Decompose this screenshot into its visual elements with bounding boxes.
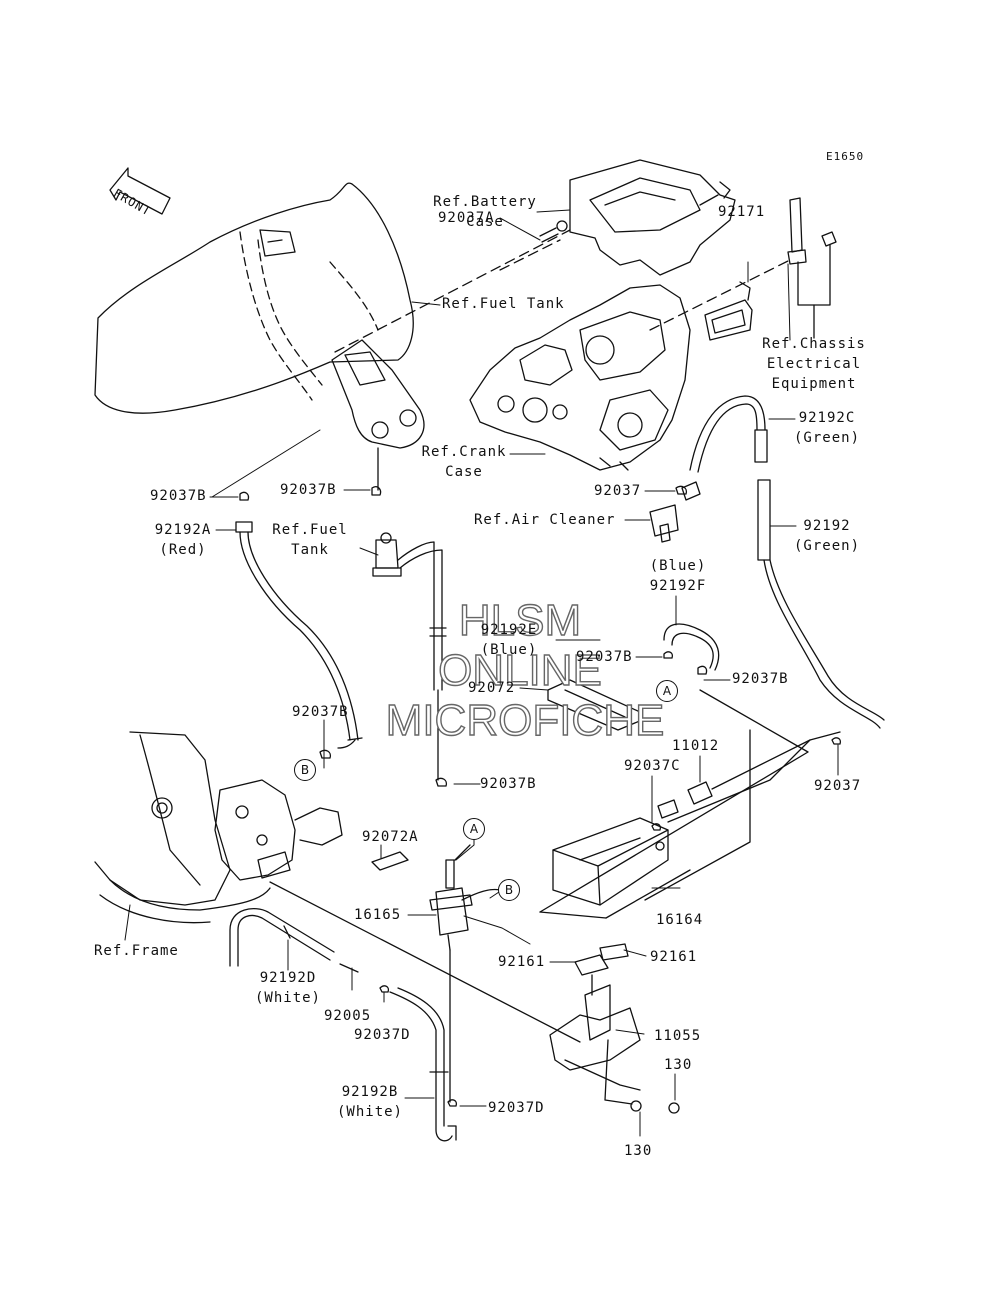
label-92161-right: 92161 <box>650 949 698 965</box>
battery-case <box>539 159 736 276</box>
label-ref-frame: Ref.Frame <box>94 943 179 959</box>
label-92037C: 92037C <box>624 758 681 774</box>
label-11012: 11012 <box>672 738 720 754</box>
diagram-code: E1650 <box>826 150 865 163</box>
fuel-tank-fitting <box>372 532 402 577</box>
label-11055: 11055 <box>654 1028 702 1044</box>
watermark-online: ONLINE <box>437 645 602 695</box>
air-cleaner-fitting <box>649 481 701 543</box>
label-92037B-blue: 92037B <box>576 649 633 665</box>
label-92072A: 92072A <box>362 829 419 845</box>
leader-lines <box>124 209 839 1137</box>
label-92037B-center: 92037B <box>480 776 537 792</box>
label-92037B-mid: 92037B <box>280 482 337 498</box>
label-92192F: (Blue) 92192F <box>649 558 707 594</box>
label-92037B-right: 92037B <box>732 671 789 687</box>
strap-92072A <box>371 851 409 871</box>
callout-b-left: B <box>294 759 316 781</box>
label-92037A: 92037A <box>438 210 495 226</box>
label-92192C: 92192C (Green) <box>794 410 861 446</box>
frame-bracket <box>214 779 343 881</box>
ref-dashed-lines <box>334 229 791 353</box>
strap-92072 <box>547 679 643 731</box>
label-ref-crank-case: Ref.Crank Case <box>421 444 507 480</box>
label-ref-battery-case: Ref.Battery Case <box>433 194 537 230</box>
frame-outline <box>94 731 271 924</box>
bracket-11055 <box>549 943 680 1114</box>
filter-16165 <box>429 844 501 951</box>
label-92037B-left: 92037B <box>150 488 207 504</box>
label-92037-top: 92037 <box>594 483 642 499</box>
label-92192B: 92192B (White) <box>336 1084 403 1120</box>
label-92005: 92005 <box>324 1008 372 1024</box>
label-ref-air-cleaner: Ref.Air Cleaner <box>474 512 616 528</box>
label-92037D-top: 92037D <box>354 1027 411 1043</box>
label-ref-fuel-tank-top: Ref.Fuel Tank <box>442 296 565 312</box>
clamps <box>239 485 842 1107</box>
filter-11012 <box>657 731 841 823</box>
front-arrow-icon <box>109 167 171 215</box>
fuel-tank-outline <box>94 182 414 414</box>
label-92037-right: 92037 <box>814 778 862 794</box>
tank-bracket <box>331 339 425 491</box>
label-130-right: 130 <box>664 1057 693 1073</box>
label-92192E: 92192E (Blue) <box>480 622 538 658</box>
label-92037B-lower-left: 92037B <box>292 704 349 720</box>
callout-b-lower: B <box>498 879 520 901</box>
label-16165: 16165 <box>354 907 402 923</box>
label-92037D-bottom: 92037D <box>488 1100 545 1116</box>
hose-92192-green <box>689 395 885 729</box>
label-92161-left: 92161 <box>498 954 546 970</box>
box-lines <box>539 689 809 919</box>
hose-92192B <box>389 987 457 1142</box>
diagonal-line <box>269 881 633 1105</box>
hose-92192F <box>663 623 720 671</box>
label-ref-fuel-tank-mid: Ref.Fuel Tank <box>272 522 348 558</box>
hose-92192A <box>235 521 363 749</box>
callout-a-upper: A <box>656 680 678 702</box>
label-92192D: 92192D (White) <box>254 970 321 1006</box>
callout-a-lower: A <box>463 818 485 840</box>
hose-92192D <box>229 908 359 973</box>
label-92171: 92171 <box>718 204 766 220</box>
label-ref-chassis: Ref.Chassis Electrical Equipment <box>762 336 866 392</box>
label-92072: 92072 <box>468 680 516 696</box>
chassis-sensor <box>787 197 837 339</box>
label-16164: 16164 <box>656 912 704 928</box>
watermark-microfiche: MICROFICHE <box>385 695 665 745</box>
canister-16164 <box>552 817 669 906</box>
crank-case <box>469 284 691 471</box>
watermark-hlsm: HLSM <box>458 595 582 645</box>
label-130-bottom: 130 <box>624 1143 653 1159</box>
label-92192A: 92192A (Red) <box>154 522 212 558</box>
hose-92192E <box>397 541 447 781</box>
label-92192: 92192 (Green) <box>794 518 861 554</box>
